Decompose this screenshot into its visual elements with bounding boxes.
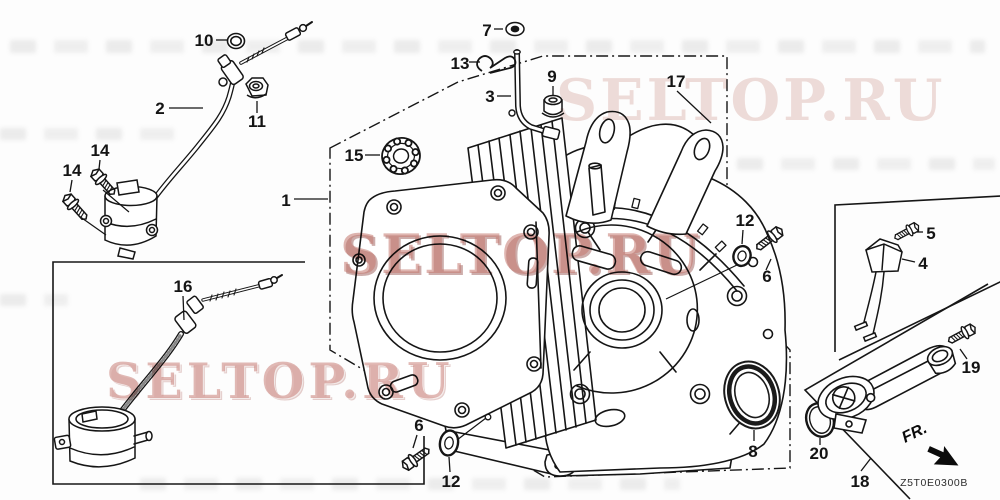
callout-leader-17: [676, 90, 712, 124]
callout-label-12: 12: [736, 211, 755, 230]
washer-12-bottom-drawing: [438, 429, 460, 457]
callout-leader-18: [860, 457, 872, 472]
bolt-19-drawing: [944, 320, 979, 348]
ignition-coil-4-drawing: [853, 238, 903, 343]
callout-label-3: 3: [485, 87, 494, 106]
callout-label-16: 16: [174, 277, 193, 296]
callout-leader-16: [182, 295, 185, 321]
fr-label: FR.: [899, 420, 930, 447]
washer-12-right-drawing: [732, 244, 752, 268]
callout-leader-6: [412, 434, 418, 449]
callout-leader-14: [69, 179, 73, 193]
callout-label-12: 12: [442, 472, 461, 491]
nut-11-drawing: [245, 77, 269, 99]
group-box-18-20: [803, 283, 989, 500]
leader-lines: [78, 189, 738, 441]
callout-label-1: 1: [281, 191, 290, 210]
bracket-17-drawing: [565, 110, 724, 236]
callout-leader-19: [959, 348, 968, 360]
bolt-14-upper-drawing: [87, 165, 121, 200]
callout-leader-12: [741, 229, 744, 245]
clip-13-drawing: [476, 55, 517, 74]
fr-arrow-icon: [927, 445, 959, 466]
faint-watermark-row: [0, 128, 190, 140]
oil-seal-8-drawing: [723, 360, 781, 430]
callout-label-7: 7: [482, 21, 491, 40]
faint-watermark-row: [0, 294, 68, 306]
group-box-4-5: [834, 195, 1000, 361]
fuel-solenoid-cable-2-drawing: [99, 21, 313, 260]
bolt-5-drawing: [891, 219, 922, 245]
callout-label-11: 11: [248, 112, 266, 131]
breather-pipe-3-drawing: [508, 49, 561, 141]
callout-label-6: 6: [414, 416, 423, 435]
callout-label-13: 13: [451, 54, 470, 73]
callout-label-20: 20: [810, 444, 829, 463]
callout-leader-4: [901, 258, 916, 263]
oring-10-drawing: [226, 32, 246, 50]
callout-leader-14: [98, 159, 101, 170]
callout-label-14: 14: [63, 161, 82, 180]
bearing-15-drawing: [381, 137, 421, 175]
bolt-hole-dot: [484, 413, 492, 421]
callout-leader-12: [448, 456, 451, 473]
faint-watermark-row: [10, 40, 985, 53]
callout-label-2: 2: [155, 99, 164, 118]
callout-label-5: 5: [926, 224, 935, 243]
callout-label-18: 18: [851, 472, 870, 491]
fr-direction-indicator: FR.: [899, 420, 959, 466]
callout-label-14: 14: [91, 141, 110, 160]
bolt-14-lower-drawing: [59, 190, 93, 225]
oil-filler-18-drawing: [817, 344, 957, 434]
callout-label-10: 10: [195, 31, 214, 50]
callout-label-6: 6: [762, 267, 771, 286]
callout-leader-6: [765, 258, 772, 271]
callout-label-19: 19: [962, 358, 981, 377]
group-box-16: [52, 261, 425, 485]
callout-label-15: 15: [345, 146, 364, 165]
callout-label-4: 4: [918, 254, 928, 273]
callout-label-17: 17: [667, 72, 686, 91]
grommet-9-drawing: [541, 94, 565, 118]
diagram-code: Z5T0E0300B: [900, 477, 968, 489]
washer-7-drawing: [505, 21, 525, 37]
callout-label-9: 9: [547, 67, 556, 86]
bolt-6-bottom-drawing: [398, 442, 434, 474]
callout-label-8: 8: [748, 442, 757, 461]
cable-assy-16-drawing: [53, 274, 283, 468]
